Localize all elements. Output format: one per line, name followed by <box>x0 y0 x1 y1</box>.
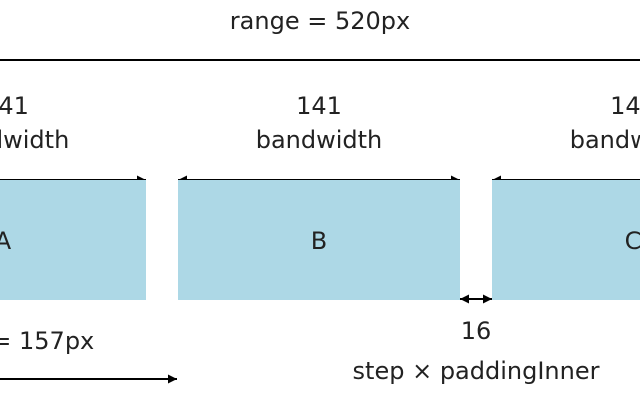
band-b-width-value: 141 <box>296 92 342 120</box>
band-b <box>178 180 460 300</box>
band-c-width-value: 141 <box>610 92 640 120</box>
band-a-width-value: 141 <box>0 92 29 120</box>
step-label: step = 157px <box>0 327 94 355</box>
band-c-label: C <box>625 227 640 255</box>
padding-value: 16 <box>461 317 492 345</box>
padding-caption: step × paddingInner <box>353 357 600 385</box>
band-c-width-caption: bandwidth <box>570 126 640 154</box>
band-a-width-caption: bandwidth <box>0 126 69 154</box>
band-a-label: A <box>0 227 12 255</box>
range-label: range = 520px <box>230 7 410 35</box>
band-c <box>492 180 640 300</box>
band-a <box>0 180 146 300</box>
band-b-label: B <box>311 227 327 255</box>
band-b-width-caption: bandwidth <box>256 126 383 154</box>
